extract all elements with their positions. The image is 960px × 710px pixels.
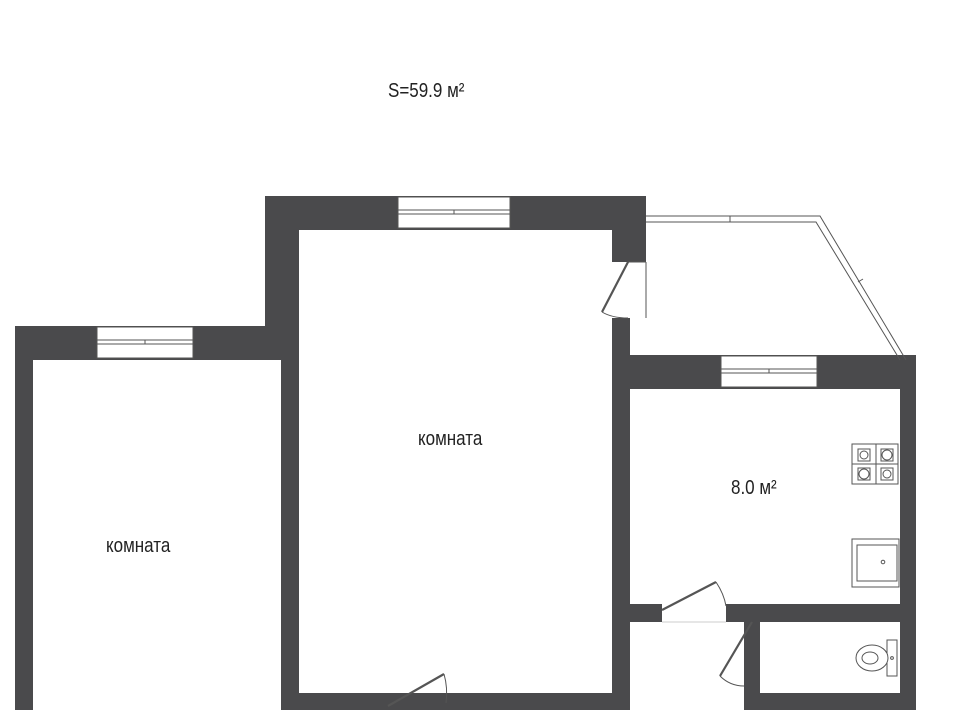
toilet-icon [855, 639, 898, 677]
window-big-room [397, 196, 511, 229]
balcony [646, 215, 907, 361]
window-kitchen [720, 355, 818, 388]
wall-bathroom-bottom [744, 693, 916, 710]
balcony-railing-outer [646, 215, 907, 361]
doors [387, 261, 753, 707]
total-area-label: S=59.9 м² [388, 80, 465, 102]
walls [15, 196, 916, 710]
wall-kitchen-bottom-left [612, 604, 662, 622]
room-label-large: комната [418, 428, 483, 450]
wall-kitchen-corner [900, 355, 916, 378]
windows [96, 196, 818, 388]
wall-left-room-right [281, 326, 299, 710]
wall-big-room-bottom [281, 693, 630, 710]
door-bathroom [719, 621, 753, 687]
bathroom-fixtures [855, 639, 898, 677]
window-left-room [96, 326, 194, 359]
balcony-railing-tick-2 [857, 278, 864, 283]
room-label-left: комната [106, 535, 171, 557]
wall-big-room-left-upper [265, 196, 299, 330]
door-balcony [601, 261, 647, 319]
door-big-room [387, 673, 448, 707]
room-area-kitchen: 8.0 м² [731, 477, 777, 499]
wall-left-room-left [15, 326, 33, 710]
sink-icon [851, 538, 900, 588]
wall-kitchen-right [900, 370, 916, 710]
wall-kitchen-bottom-right [726, 604, 916, 622]
balcony-railing-inner [646, 221, 901, 361]
kitchen-fixtures [851, 443, 900, 588]
door-kitchen [661, 581, 727, 623]
stove-icon [851, 443, 899, 485]
wall-big-room-right-upper [612, 196, 646, 262]
